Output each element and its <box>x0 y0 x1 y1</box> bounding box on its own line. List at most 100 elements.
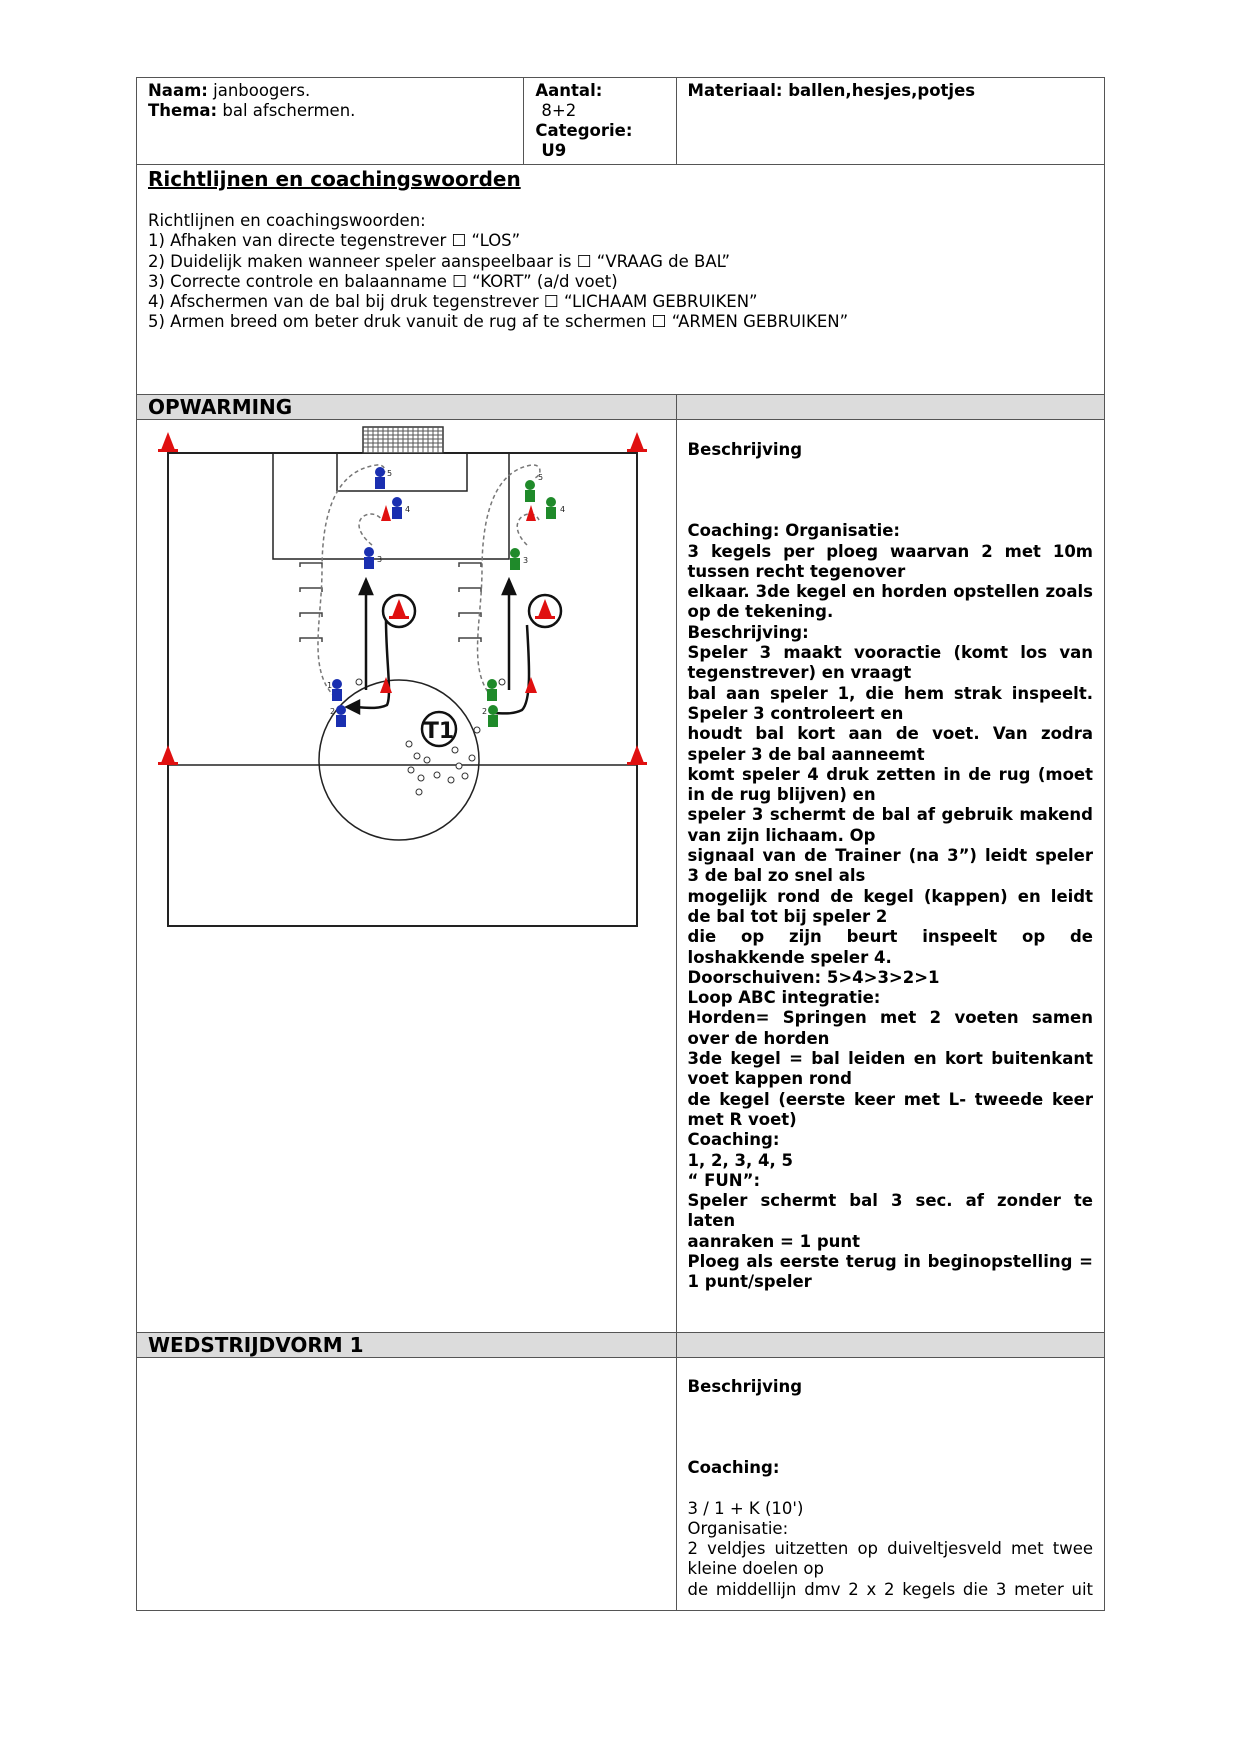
opwarming-description: Beschrijving Coaching: Organisatie: 3 ke… <box>677 420 1104 1303</box>
small-cones <box>380 505 537 693</box>
desc-line: 1 punt/speler <box>687 1272 812 1292</box>
desc-line: in de rug blijven) en <box>687 785 876 805</box>
richtlijn-item-5: 5) Armen breed om beter druk vanuit de r… <box>148 312 849 332</box>
player-number: 4 <box>405 505 410 514</box>
field-outline <box>167 452 638 927</box>
wv-line: 2 veldjes uitzetten op duiveltjesveld me… <box>687 1539 1093 1559</box>
beschrijving-heading: Beschrijving <box>687 440 803 459</box>
richtlijn-item-4: 4) Afschermen van de bal bij druk tegens… <box>148 292 758 312</box>
desc-line: houdt bal kort aan de voet. Van zodra <box>687 724 1093 744</box>
desc-line: Ploeg als eerste terug in beginopstellin… <box>687 1251 1093 1271</box>
desc-line: 3de kegel = bal leiden en kort buitenkan… <box>687 1049 1093 1069</box>
categorie-label: Categorie: <box>535 121 633 140</box>
desc-line: Coaching: <box>687 1130 780 1150</box>
opwarming-desc-cell: Beschrijving Coaching: Organisatie: 3 ke… <box>675 419 1106 1333</box>
player-number: 4 <box>560 505 565 514</box>
dashed-paths <box>317 464 541 698</box>
training-table: Naam: janboogers. Thema: bal afschermen.… <box>135 77 1106 1612</box>
wedstrijdvorm-header-row: WEDSTRIJDVORM 1 <box>136 1332 1106 1358</box>
wv-line: Organisatie: <box>687 1518 789 1538</box>
desc-line: van zijn lichaam. Op <box>687 825 876 845</box>
richtlijnen-intro: Richtlijnen en coachingswoorden: <box>148 211 426 230</box>
balls <box>355 678 506 796</box>
player-number: 3 <box>523 556 528 565</box>
desc-line: “ FUN”: <box>687 1170 761 1190</box>
opwarming-diagram-cell: 5 4 3 1 2 5 4 3 2 <box>136 419 677 1333</box>
desc-line: Doorschuiven: 5>4>3>2>1 <box>687 967 940 987</box>
desc-line: de kegel (eerste keer met L- tweede keer <box>687 1089 1093 1109</box>
wv-line: kleine doelen op <box>687 1559 825 1579</box>
desc-line: 3 kegels per ploeg waarvan 2 met 10m <box>687 541 1093 561</box>
desc-line: bal aan speler 1, die hem strak inspeelt… <box>687 683 1093 703</box>
aantal-cell: Aantal: 8+2 Categorie: U9 <box>523 77 677 165</box>
richtlijn-item-1: 1) Afhaken van directe tegenstrever ☐ “L… <box>148 231 521 251</box>
opwarming-body-row: 5 4 3 1 2 5 4 3 2 <box>136 419 1106 1333</box>
desc-line: Beschrijving: <box>687 622 809 642</box>
circled-cones <box>381 593 563 629</box>
desc-line: die op zijn beurt inspeelt op de <box>687 927 1093 947</box>
desc-line: Speler 3 controleert en <box>687 703 904 723</box>
pass-arrows <box>344 576 531 716</box>
naam-thema-cell: Naam: janboogers. Thema: bal afschermen. <box>135 77 525 165</box>
opwarming-header-empty <box>675 394 1106 420</box>
training-sheet: Naam: janboogers. Thema: bal afschermen.… <box>135 77 1106 1612</box>
desc-line: de bal tot bij speler 2 <box>687 906 888 926</box>
desc-line: loshakkende speler 4. <box>687 947 892 967</box>
desc-line: elkaar. 3de kegel en horden opstellen zo… <box>687 582 1093 602</box>
materiaal-text: Materiaal: ballen,hesjes,potjes <box>687 81 976 100</box>
center-circle <box>318 679 480 841</box>
opwarming-diagram: 5 4 3 1 2 5 4 3 2 <box>158 426 647 927</box>
desc-line: op de tekening. <box>687 602 834 622</box>
desc-line: komt speler 4 druk zetten in de rug (moe… <box>687 764 1093 784</box>
header-row: Naam: janboogers. Thema: bal afschermen.… <box>135 77 1106 165</box>
player-number: 5 <box>387 469 392 478</box>
desc-line: aanraken = 1 punt <box>687 1231 861 1251</box>
wedstrijdvorm-body-row: Beschrijving Coaching: 3 / 1 + K (10') O… <box>136 1356 1106 1612</box>
hurdles <box>299 562 482 642</box>
wv-beschrijving-heading: Beschrijving <box>687 1377 803 1396</box>
desc-line: speler 3 de bal aanneemt <box>687 744 925 764</box>
corner-cones <box>158 432 647 765</box>
desc-line: tegenstrever) en vraagt <box>687 663 912 683</box>
desc-line: Coaching: Organisatie: <box>687 521 901 541</box>
desc-line: over de horden <box>687 1028 830 1048</box>
wedstrijdvorm-diagram-cell <box>136 1356 677 1612</box>
desc-line: signaal van de Trainer (na 3”) leidt spe… <box>687 846 1093 866</box>
player-number: 2 <box>482 707 487 716</box>
richtlijn-item-3: 3) Correcte controle en balaanname ☐ “KO… <box>148 271 618 291</box>
categorie-value: U9 <box>541 141 567 160</box>
richtlijnen-cell: Richtlijnen en coachingswoorden Richtlij… <box>136 164 1105 395</box>
player-number-labels: 5 4 3 1 2 5 4 3 2 <box>327 469 565 716</box>
player-number: 2 <box>330 707 335 716</box>
desc-line: speler 3 schermt de bal af gebruik maken… <box>687 805 1093 825</box>
desc-line: voet kappen rond <box>687 1069 852 1089</box>
wedstrijdvorm-title-cell: WEDSTRIJDVORM 1 <box>136 1332 677 1358</box>
opwarming-title-cell: OPWARMING <box>136 394 677 420</box>
desc-line: Loop ABC integratie: <box>687 988 881 1008</box>
wedstrijdvorm-title: WEDSTRIJDVORM 1 <box>148 1333 364 1357</box>
aantal-value: 8+2 <box>541 101 577 120</box>
aantal-label: Aantal: <box>535 81 603 100</box>
opwarming-title: OPWARMING <box>148 395 293 419</box>
trainer-label: T1 <box>424 719 454 744</box>
desc-line: Speler 3 maakt vooractie (komt los van <box>687 643 1093 663</box>
green-players <box>487 480 556 727</box>
wedstrijdvorm-desc-cell: Beschrijving Coaching: 3 / 1 + K (10') O… <box>675 1356 1106 1612</box>
desc-line: 3 de bal zo snel als <box>687 866 866 886</box>
blue-players <box>332 467 402 727</box>
wv-line: de middellijn dmv 2 x 2 kegels die 3 met… <box>687 1579 1093 1599</box>
thema-value: bal afschermen. <box>217 101 356 120</box>
naam-value: janboogers. <box>207 81 311 100</box>
opwarming-header-row: OPWARMING <box>136 394 1106 420</box>
player-number: 5 <box>538 473 543 482</box>
player-number: 1 <box>327 681 332 690</box>
goal-net <box>362 426 444 454</box>
naam-label: Naam: <box>148 81 208 100</box>
desc-line: Horden= Springen met 2 voeten samen <box>687 1008 1093 1028</box>
richtlijn-item-2: 2) Duidelijk maken wanneer speler aanspe… <box>148 251 731 271</box>
materiaal-cell: Materiaal: ballen,hesjes,potjes <box>675 77 1106 165</box>
player-number: 3 <box>377 555 382 564</box>
richtlijnen-row: Richtlijnen en coachingswoorden Richtlij… <box>136 164 1105 395</box>
desc-line: tussen recht tegenover <box>687 561 906 581</box>
desc-line: Speler schermt bal 3 sec. af zonder te l… <box>687 1191 1093 1231</box>
